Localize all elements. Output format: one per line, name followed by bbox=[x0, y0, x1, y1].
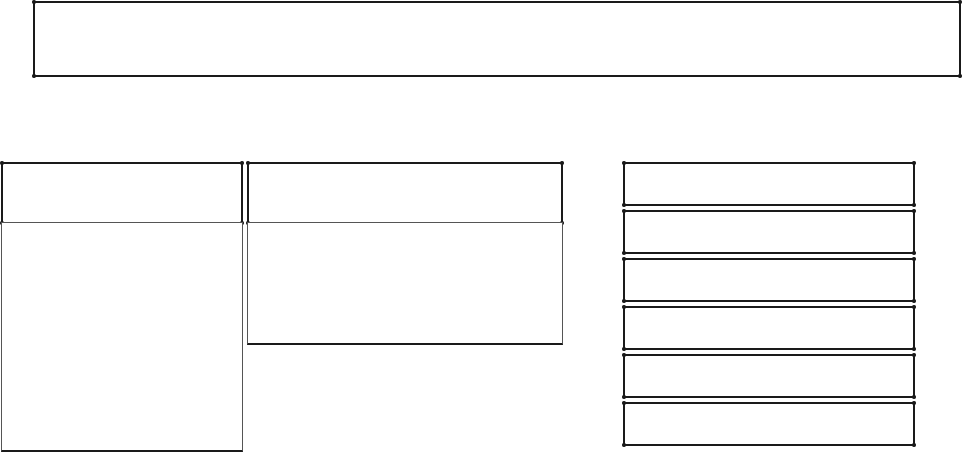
list-item-label bbox=[625, 404, 913, 412]
list-item-label bbox=[625, 356, 913, 364]
corner-dot bbox=[912, 209, 916, 213]
corner-dot bbox=[912, 401, 916, 405]
corner-dot bbox=[912, 299, 916, 303]
corner-dot bbox=[622, 353, 626, 357]
left-panel-header bbox=[0, 161, 244, 225]
list-item-label bbox=[625, 308, 913, 316]
list-item-label bbox=[625, 164, 913, 172]
middle-panel-content bbox=[248, 223, 562, 231]
left-panel-title bbox=[3, 164, 241, 172]
corner-dot bbox=[958, 0, 962, 4]
list-item[interactable] bbox=[622, 161, 916, 207]
corner-dot bbox=[912, 353, 916, 357]
corner-dot bbox=[912, 347, 916, 351]
corner-dot bbox=[912, 395, 916, 399]
middle-panel-header bbox=[246, 161, 564, 225]
list-item[interactable] bbox=[622, 401, 916, 447]
corner-dot bbox=[622, 251, 626, 255]
corner-dot bbox=[958, 74, 962, 78]
middle-panel-title bbox=[249, 164, 561, 172]
list-item[interactable] bbox=[622, 305, 916, 351]
corner-dot bbox=[32, 0, 36, 4]
list-item-label bbox=[625, 260, 913, 268]
header-bar bbox=[32, 0, 962, 78]
corner-dot bbox=[912, 257, 916, 261]
corner-dot bbox=[622, 299, 626, 303]
corner-dot bbox=[622, 443, 626, 447]
left-panel-content bbox=[2, 223, 242, 231]
corner-dot bbox=[32, 74, 36, 78]
corner-dot bbox=[912, 251, 916, 255]
corner-dot bbox=[246, 161, 250, 165]
list-item[interactable] bbox=[622, 257, 916, 303]
header-text bbox=[35, 3, 959, 11]
middle-panel-body bbox=[247, 222, 563, 345]
corner-dot bbox=[240, 161, 244, 165]
corner-dot bbox=[622, 395, 626, 399]
corner-dot bbox=[912, 203, 916, 207]
corner-dot bbox=[622, 209, 626, 213]
corner-dot bbox=[912, 443, 916, 447]
corner-dot bbox=[560, 161, 564, 165]
list-item-label bbox=[625, 212, 913, 220]
corner-dot bbox=[622, 401, 626, 405]
list-item[interactable] bbox=[622, 353, 916, 399]
corner-dot bbox=[912, 161, 916, 165]
corner-dot bbox=[622, 305, 626, 309]
corner-dot bbox=[622, 347, 626, 351]
list-item[interactable] bbox=[622, 209, 916, 255]
corner-dot bbox=[622, 257, 626, 261]
corner-dot bbox=[622, 161, 626, 165]
corner-dot bbox=[912, 305, 916, 309]
corner-dot bbox=[0, 161, 4, 165]
left-panel-body bbox=[1, 222, 243, 452]
corner-dot bbox=[622, 203, 626, 207]
